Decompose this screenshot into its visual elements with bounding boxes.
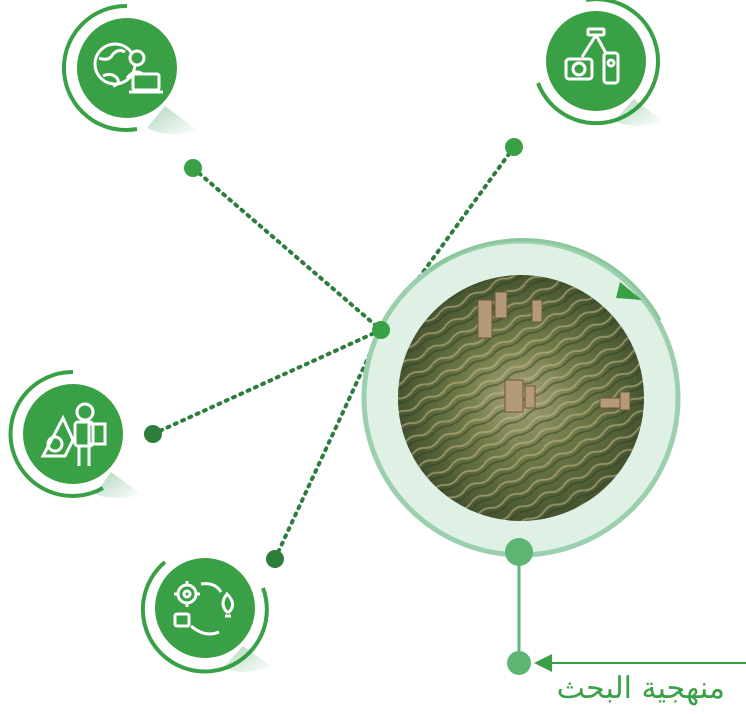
- bottom-connector: [505, 538, 746, 675]
- endpoint-dot-top-left: [184, 159, 202, 177]
- endpoint-dot-bottom-left: [266, 550, 284, 568]
- ring-arc-accent: [429, 238, 662, 321]
- node-globe-user-laptop: [61, 3, 197, 135]
- endpoint-dot-left: [144, 425, 162, 443]
- hub-dot: [372, 321, 390, 339]
- connector-line-bottom-left: [273, 328, 383, 561]
- diagram-caption: منهجية البحث: [556, 671, 725, 706]
- bottom-endpoint-dot: [507, 651, 531, 675]
- connector-line-left: [151, 328, 383, 436]
- arrow-left-icon: [534, 654, 552, 672]
- node-gear-cycle-idea: [140, 546, 271, 674]
- bottom-ring-dot: [505, 538, 533, 566]
- center-photo-group: [361, 238, 681, 558]
- globe-user-laptop-icon: [93, 42, 163, 94]
- connector-line-top-right: [379, 145, 516, 332]
- village-buildings: [477, 291, 631, 413]
- node-map-researcher: [8, 369, 141, 499]
- map-researcher-icon: [40, 402, 107, 466]
- endpoint-dot-top-right: [505, 138, 523, 156]
- node-camera-tripod-phone: [534, 0, 662, 126]
- camera-tripod-phone-icon: [564, 27, 620, 85]
- connector-line-top-left: [191, 166, 383, 332]
- gear-cycle-idea-icon: [173, 581, 234, 636]
- ring-arrow-icon: [616, 282, 642, 300]
- connector-lines: [151, 145, 516, 561]
